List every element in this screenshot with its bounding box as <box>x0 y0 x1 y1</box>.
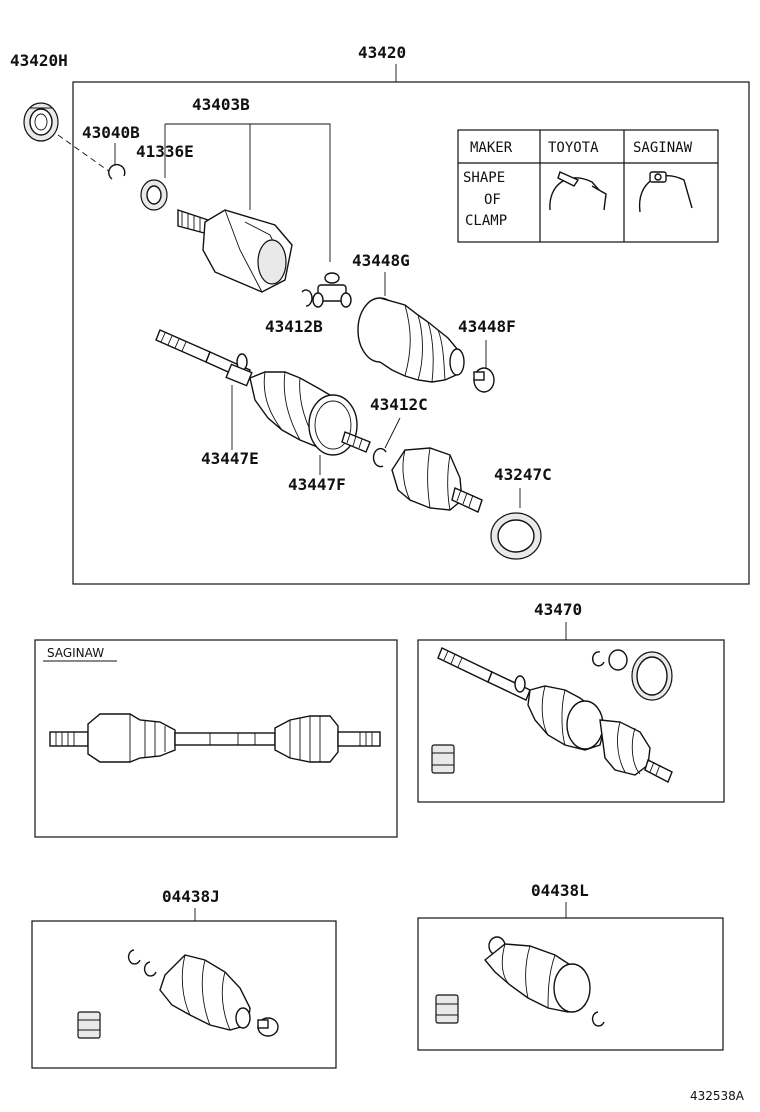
table-header-maker: MAKER <box>470 140 513 156</box>
saginaw-clamp-icon <box>638 171 693 213</box>
diagram-reference-number: 432538A <box>690 1089 745 1103</box>
boot-kit-04438L-box <box>417 917 724 1051</box>
table-row-label-clamp: CLAMP <box>465 213 507 229</box>
label-43420[interactable]: 43420 <box>358 43 406 62</box>
table-row-label-of: OF <box>484 192 501 208</box>
table-header-toyota: TOYOTA <box>548 140 599 156</box>
label-43040B[interactable]: 43040B <box>82 123 140 142</box>
shaft-assembly-43470-illustration <box>431 647 673 783</box>
outboard-shaft-part <box>155 329 253 387</box>
label-43420H[interactable]: 43420H <box>10 51 68 70</box>
inboard-boot-43448G-part <box>357 297 465 383</box>
toyota-clamp-icon <box>549 171 607 211</box>
label-43247C[interactable]: 43247C <box>494 465 552 484</box>
inboard-joint-housing-part <box>177 209 293 293</box>
label-43447E[interactable]: 43447E <box>201 449 259 468</box>
boot-kit-04438L-illustration <box>435 936 605 1027</box>
label-43447F[interactable]: 43447F <box>288 475 346 494</box>
label-43403B[interactable]: 43403B <box>192 95 250 114</box>
saginaw-shaft-box <box>34 639 398 838</box>
label-04438J[interactable]: 04438J <box>162 887 220 906</box>
snap-ring-43040B-part <box>108 163 126 180</box>
main-assembly-frame <box>72 81 750 585</box>
outboard-joint-part <box>391 447 483 513</box>
tripod-joint-part <box>312 272 352 308</box>
deflector-43247C-part <box>490 512 542 560</box>
dust-deflector-41336E-part <box>140 179 168 211</box>
snap-ring-43412C-part <box>372 447 387 468</box>
label-04438L[interactable]: 04438L <box>531 881 589 900</box>
saginaw-box-title: SAGINAW <box>47 646 104 660</box>
label-43412C[interactable]: 43412C <box>370 395 428 414</box>
clamp-type-table: MAKER TOYOTA SAGINAW SHAPE OF CLAMP <box>457 129 719 243</box>
shaft-assembly-43470-box <box>417 639 725 803</box>
label-43412B[interactable]: 43412B <box>265 317 323 336</box>
snap-ring-43412B-part <box>301 289 313 307</box>
table-header-saginaw: SAGINAW <box>633 140 693 156</box>
label-43448F[interactable]: 43448F <box>458 317 516 336</box>
saginaw-full-shaft-illustration <box>49 713 381 763</box>
label-43470[interactable]: 43470 <box>534 600 582 619</box>
outboard-boot-43447F-part <box>249 371 371 456</box>
clamp-43448F-part <box>473 367 495 393</box>
bearing-43420H-part <box>23 102 59 142</box>
boot-kit-04438J-box <box>31 920 337 1069</box>
boot-kit-04438J-illustration <box>77 949 279 1039</box>
table-row-label-shape: SHAPE <box>463 170 505 186</box>
label-43448G[interactable]: 43448G <box>352 251 410 270</box>
